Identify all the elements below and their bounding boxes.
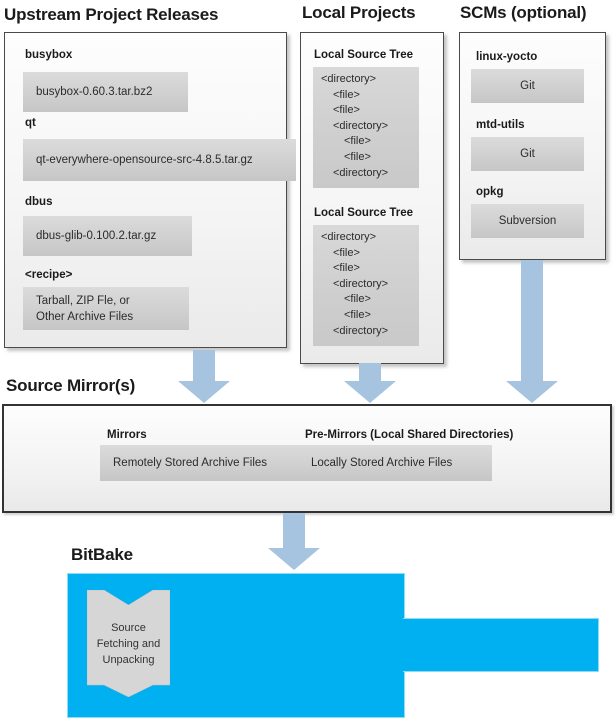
upstream-tarball-box: dbus-glib-0.100.2.tar.gz (23, 216, 192, 256)
tree-line: <file> (333, 262, 360, 275)
upstream-item-label: busybox (25, 49, 73, 61)
local-source-tree-label: Local Source Tree (314, 207, 414, 219)
mirror-to-bitbake-arrow-icon (268, 513, 320, 570)
upstream-item-label: <recipe> (25, 269, 73, 281)
scm-type-box: Git (471, 69, 584, 103)
upstream-tarball-box: qt-everywhere-opensource-src-4.8.5.tar.g… (23, 139, 296, 181)
tree-line: <file> (344, 150, 371, 163)
tree-line: <directory> (321, 73, 377, 85)
upstream-item-label: qt (25, 117, 36, 129)
tree-line: <file> (333, 246, 360, 259)
tree-line: <file> (333, 104, 360, 117)
mirrors-archive-box: Remotely Stored Archive Files (100, 445, 298, 481)
tree-line: <directory> (333, 119, 389, 132)
tree-line: <file> (344, 293, 371, 306)
upstream-panel: busybox busybox-0.60.3.tar.bz2 qt qt-eve… (4, 32, 296, 348)
scm-to-mirror-arrow-icon (506, 260, 558, 403)
local-projects-title: Local Projects (302, 3, 416, 22)
local-source-tree-box: <directory> <file> <file> <directory> <f… (313, 225, 419, 346)
tarball-name: busybox-0.60.3.tar.bz2 (36, 86, 153, 98)
tree-line: <file> (344, 135, 371, 148)
scm-item-label: opkg (476, 186, 504, 198)
upstream-tarball-box: busybox-0.60.3.tar.bz2 (23, 72, 188, 112)
upstream-title: Upstream Project Releases (4, 5, 219, 24)
scm-type-box: Git (471, 137, 584, 171)
upstream-to-mirror-arrow-icon (178, 350, 230, 403)
pre-mirrors-archive-text: Locally Stored Archive Files (311, 457, 453, 469)
pre-mirrors-label: Pre-Mirrors (Local Shared Directories) (305, 429, 514, 441)
bitbake-title: BitBake (71, 545, 133, 564)
scms-title: SCMs (optional) (460, 3, 587, 22)
scm-type: Subversion (498, 215, 557, 227)
source-fetching-text: Source Fetching and Unpacking (96, 621, 161, 666)
upstream-item-label: dbus (25, 196, 53, 208)
source-fetching-ribbon-icon (87, 590, 170, 697)
tree-line: <directory> (333, 324, 389, 337)
mirrors-label: Mirrors (107, 429, 147, 441)
scm-item-label: linux-yocto (476, 51, 538, 63)
source-mirror-title: Source Mirror(s) (6, 376, 136, 395)
scm-type-box: Subversion (471, 204, 584, 238)
source-fetching-label: Source Fetching and Unpacking (87, 590, 170, 697)
local-source-tree-box: <directory> <file> <file> <directory> <f… (313, 67, 419, 188)
tree-line: <directory> (321, 231, 377, 243)
local-to-mirror-arrow-icon (344, 363, 396, 403)
mirrors-archive-text: Remotely Stored Archive Files (113, 457, 268, 469)
bitbake-output-arm (403, 618, 599, 672)
tree-line: <file> (333, 88, 360, 101)
upstream-tarball-box: Tarball, ZIP Fle, or Other Archive Files (23, 287, 189, 330)
tree-line: <directory> (333, 277, 389, 290)
scm-item-label: mtd-utils (476, 119, 525, 131)
scm-type: Git (520, 80, 535, 92)
tarball-name: Tarball, ZIP Fle, or Other Archive Files (36, 294, 134, 323)
local-projects-panel: Local Source Tree <directory> <file> <fi… (300, 32, 444, 364)
tarball-name: dbus-glib-0.100.2.tar.gz (36, 230, 157, 242)
pre-mirrors-archive-box: Locally Stored Archive Files (298, 445, 492, 481)
scms-panel: linux-yocto Git mtd-utils Git opkg Subve… (459, 32, 606, 260)
tarball-name: qt-everywhere-opensource-src-4.8.5.tar.g… (36, 154, 253, 166)
source-mirror-panel: Mirrors Remotely Stored Archive Files Pr… (2, 404, 612, 513)
local-source-tree-label: Local Source Tree (314, 49, 414, 61)
scm-type: Git (520, 148, 535, 160)
tree-line: <file> (344, 308, 371, 321)
tree-line: <directory> (333, 166, 389, 179)
